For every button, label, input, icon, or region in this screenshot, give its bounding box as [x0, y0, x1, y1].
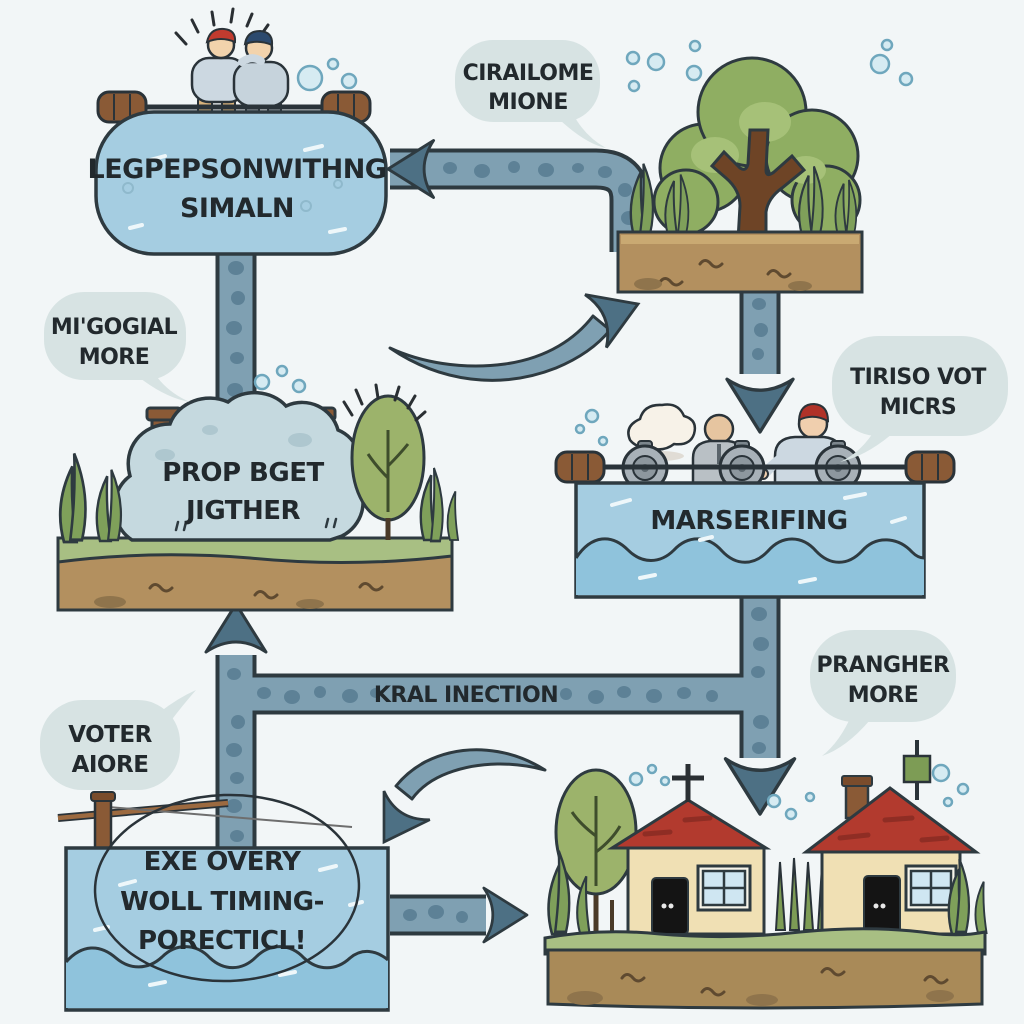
blue-beanie	[243, 29, 274, 47]
water-streaks	[128, 144, 347, 234]
tree-scene	[616, 56, 864, 294]
bubble-mid-right-line-2: MICRS	[880, 395, 957, 420]
curved-arrow-into-bottom-tank	[359, 748, 547, 858]
tank-top-left-label-2: SIMALN	[180, 193, 294, 224]
pipe-tree-to-top-tank	[390, 152, 647, 252]
oval-outline	[93, 793, 361, 983]
bubble-bottom-left-line-2: AIORE	[72, 752, 149, 778]
rod-handle-right	[904, 450, 956, 484]
water-streaks	[610, 492, 907, 584]
soil-patch	[634, 278, 662, 290]
tree-trunk	[709, 128, 807, 242]
bubble-tail	[560, 112, 606, 148]
speech-bubble-top-center: CIRAILOME MIONE	[455, 40, 606, 148]
tank-wave-fill	[576, 538, 924, 595]
sign-pole	[902, 740, 932, 800]
wood-fence	[57, 791, 353, 855]
pipe-dots	[226, 161, 769, 923]
bubble-mid-left-line-2: MORE	[79, 345, 150, 370]
rod-handle-left	[554, 450, 606, 484]
red-cap	[205, 27, 237, 44]
bubble-bottom-right-line-1: PRANGHER	[817, 653, 951, 678]
small-tree-rays	[342, 383, 427, 422]
mound-scene: PROP BGET JIGTHER	[56, 383, 460, 612]
bubble-tail	[160, 690, 196, 722]
tank-bottom-label-1: EXE OVERY	[144, 847, 303, 877]
village-tree	[554, 768, 638, 936]
pipe-network	[204, 139, 797, 944]
mound-texture	[155, 425, 312, 461]
speech-bubble-bottom-left: VOTER AIORE	[40, 690, 196, 790]
tank-bottom-label-3: PORECTICL!	[138, 926, 306, 956]
church	[606, 764, 772, 936]
bubble-mid-right-line-1: TIRISO VOT	[850, 365, 986, 390]
tank-top-left-label-1: LEGPEPSONWITHNG	[88, 154, 387, 185]
house	[801, 775, 981, 936]
bubble-tail	[140, 370, 190, 402]
bubble-tail	[822, 714, 870, 756]
speech-bubble-mid-right: TIRISO VOT MICRS	[832, 336, 1008, 462]
tank-mid-right-label: MARSERIFING	[650, 506, 847, 536]
water-streaks	[93, 864, 364, 987]
bubble-bottom-left-line-1: VOTER	[68, 722, 152, 748]
small-tree	[350, 394, 426, 540]
soil-patch	[788, 281, 812, 291]
mound-label-2: JIGTHER	[184, 496, 300, 526]
speech-bubble-mid-left: MI'GOGIAL MORE	[44, 292, 190, 402]
pipe-horizontal-label: KRAL INECTION	[374, 683, 558, 708]
tank-bottom-left: EXE OVERY WOLL TIMING- PORECTICL!	[57, 791, 390, 1012]
tank-wave-line	[574, 537, 925, 564]
curved-arrow-mound-to-tree	[388, 276, 651, 382]
water-droplets	[253, 38, 970, 821]
pulleys	[621, 440, 862, 492]
mound-label-1: PROP BGET	[162, 458, 324, 488]
bubble-mid-left-line-1: MI'GOGIAL	[51, 315, 178, 340]
village-soil	[546, 948, 984, 1010]
red-beanie	[797, 402, 830, 423]
mound-grass-strip	[56, 536, 454, 565]
speech-bubble-bottom-right: PRANGHER MORE	[810, 630, 956, 756]
tank-wave-line	[64, 945, 389, 970]
mound-tick-marks	[174, 517, 338, 532]
bubble-top-line-1: CIRAILOME	[463, 61, 594, 86]
tank-top-left: LEGPEPSONWITHNG SIMALN	[88, 7, 388, 256]
tank-mid-right: MARSERIFING	[554, 402, 956, 599]
soil-top-strip	[621, 235, 859, 244]
tiny-bubbles	[122, 179, 343, 212]
houses-scene	[543, 740, 988, 1010]
bubble-top-line-2: MIONE	[488, 90, 568, 115]
bubble-bottom-right-line-2: MORE	[848, 683, 919, 708]
village-grass-strip	[543, 927, 987, 956]
tank-bottom-label-2: WOLL TIMING-	[120, 887, 324, 917]
bubble-tail	[840, 428, 892, 462]
